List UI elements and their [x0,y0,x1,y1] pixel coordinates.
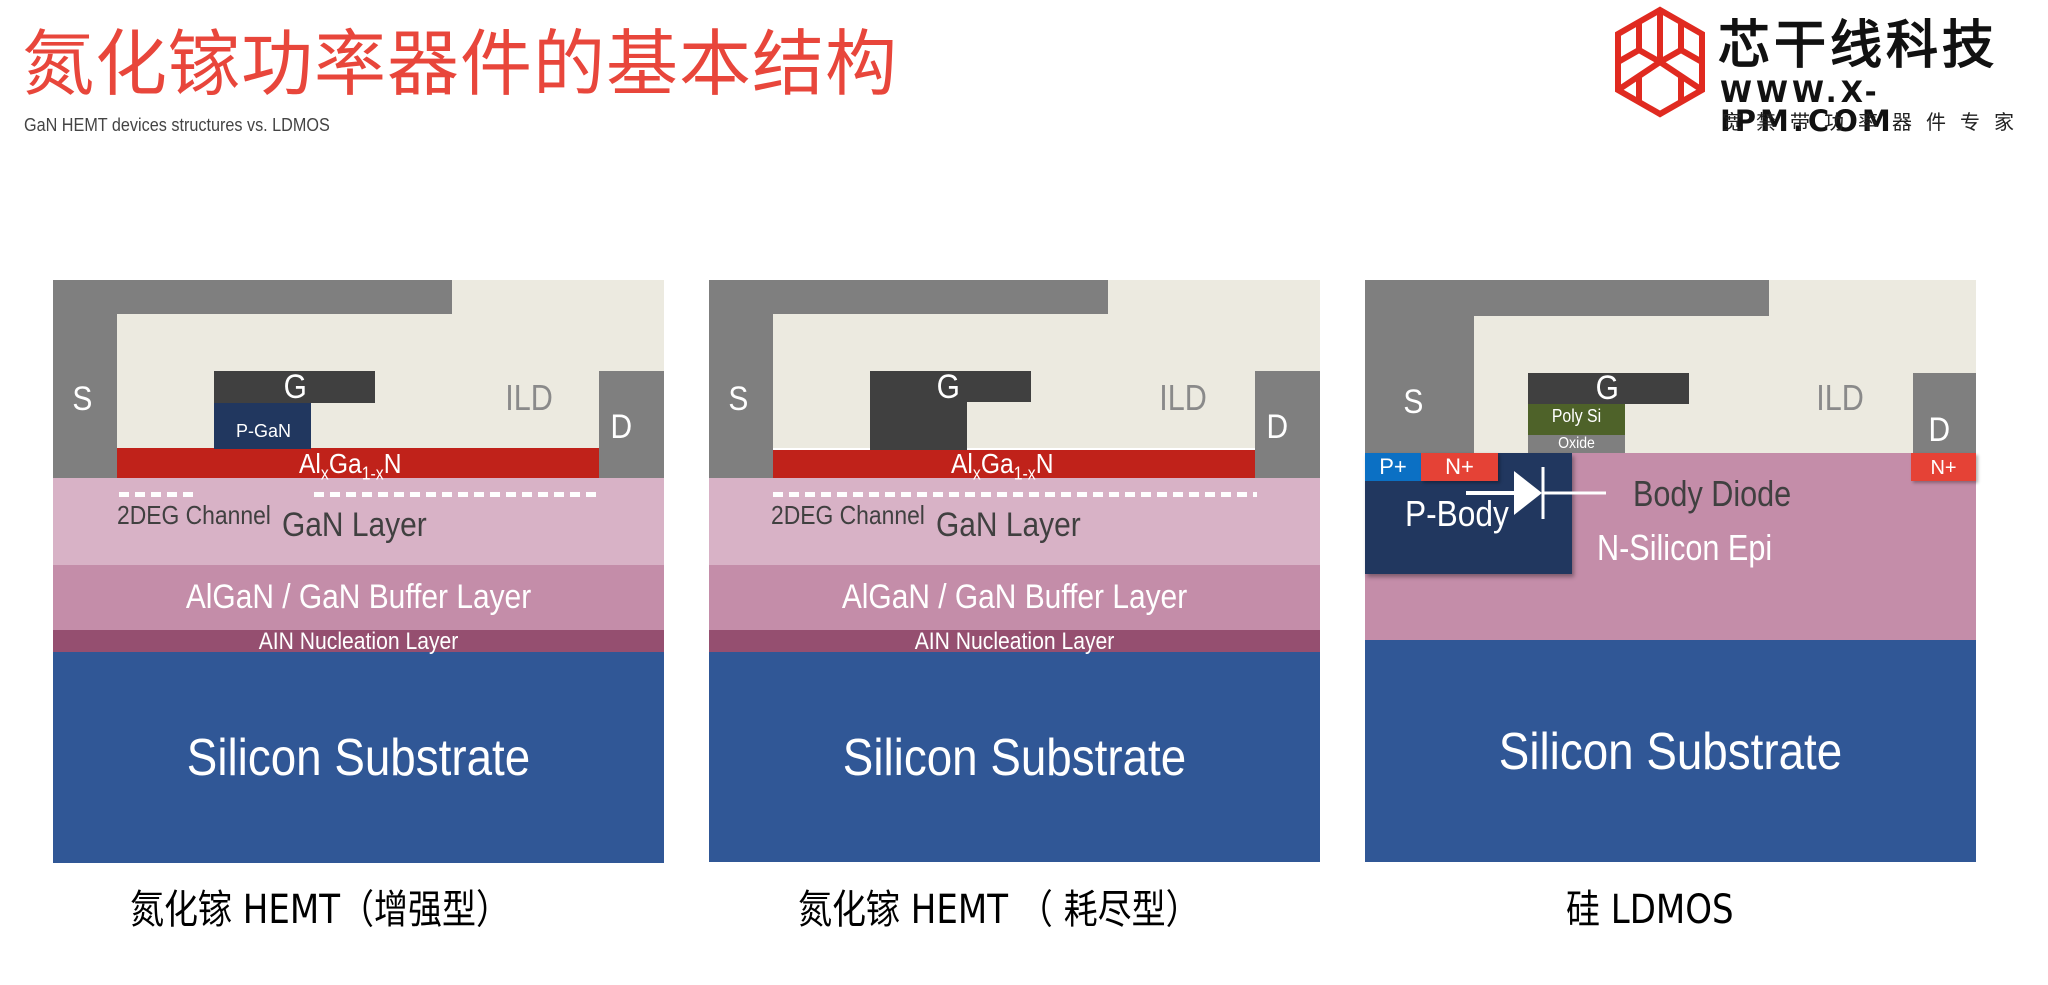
algan-label: AlxGa1-xN [951,450,1054,483]
ild-label: ILD [1159,377,1207,418]
hexagon-cube-logo-icon [1612,6,1708,120]
source-contact [53,280,117,478]
nucleation-layer [53,630,664,652]
source-metal-bar [53,280,452,314]
algan-label-al: Al [951,448,973,479]
2deg-channel-dots-left [119,492,197,497]
nucleation-layer-label: AIN Nucleation Layer [258,628,459,655]
source-label: S [1403,383,1424,421]
buffer-layer-label: AlGaN / GaN Buffer Layer [841,578,1188,616]
drain-contact [1255,371,1320,478]
p-plus-label: P+ [1379,454,1407,479]
p-gan-label: P-GaN [236,421,292,441]
panel-gan-hemt-depletion: S G D ILD AlxGa1-xN 2DEG Channel GaN Lay… [709,280,1320,863]
n-silicon-epi-label: N-Silicon Epi [1597,527,1773,568]
substrate-label: Silicon Substrate [842,729,1187,787]
substrate-label: Silicon Substrate [186,729,531,787]
n-plus-source-region [1421,453,1498,481]
body-diode-symbol-icon [1466,461,1606,521]
gate-oxide-layer [1528,435,1625,453]
algan-label-n: N [383,448,402,479]
logo-url: WWW.X-IPM.COM [1720,75,1895,138]
source-label: S [728,380,749,418]
silicon-substrate [709,652,1320,862]
source-metal-bar [709,280,1108,314]
2deg-channel-label: 2DEG Channel [771,500,925,530]
poly-si-layer [1528,404,1625,435]
drain-contact [1913,373,1976,453]
p-body-label: P-Body [1405,493,1509,534]
silicon-substrate [53,652,664,863]
gate-label: G [283,368,307,406]
gate-metal [1528,373,1689,404]
caption-gan-hemt-enhancement: 氮化镓 HEMT（增强型） [130,887,510,933]
gan-layer-label: GaN Layer [936,506,1081,544]
algan-label: AlxGa1-xN [299,450,402,483]
buffer-layer [709,565,1320,630]
drain-contact [599,371,664,478]
panel-gan-hemt-enhancement: S G D ILD P-GaN AlxGa1-xN 2DEG Channel G… [53,280,664,863]
2deg-channel-dots-right [314,492,602,497]
ild-label: ILD [1816,377,1864,418]
2deg-channel-dots [773,492,1257,497]
buffer-layer-label: AlGaN / GaN Buffer Layer [185,578,532,616]
algan-label-ga: Ga [328,448,362,479]
nucleation-layer-label: AIN Nucleation Layer [914,628,1115,655]
silicon-substrate [1365,640,1976,862]
poly-si-label: Poly Si [1551,406,1602,426]
p-gan-layer [214,403,311,449]
algan-label-n: N [1035,448,1054,479]
caption-gan-hemt-depletion: 氮化镓 HEMT （ 耗尽型） [798,887,1200,933]
algan-label-sub-x: x [972,463,981,484]
gan-layer-label: GaN Layer [282,506,427,544]
source-contact [1365,280,1474,453]
n-plus-drain-region [1911,453,1976,481]
gate-label: G [1595,369,1619,407]
algan-label-sub-1x: 1-x [1013,463,1036,484]
gate-label: G [936,368,960,406]
nucleation-layer [709,630,1320,652]
oxide-label: Oxide [1558,435,1595,452]
body-diode-label: Body Diode [1633,473,1792,514]
drain-label: D [1928,411,1951,449]
algan-barrier-layer [773,450,1255,478]
buffer-layer [53,565,664,630]
drain-label: D [610,408,633,446]
algan-barrier-layer [117,448,599,478]
algan-label-sub-1x: 1-x [361,463,384,484]
panel-si-ldmos: S G D ILD Poly Si Oxide P+ N+ N+ P-Body … [1365,280,1976,863]
algan-label-sub-x: x [320,463,329,484]
page-title: 氮化镓功率器件的基本结构 [22,22,899,106]
algan-label-ga: Ga [980,448,1014,479]
gate-metal [214,371,375,403]
drain-label: D [1266,408,1289,446]
logo-company-name: 芯干线科技 [1718,16,1999,76]
substrate-label: Silicon Substrate [1498,723,1843,781]
page-subtitle: GaN HEMT devices structures vs. LDMOS [24,115,330,135]
logo-slogan: 宽禁带功率器件专家 [1722,110,2028,134]
source-label: S [72,380,93,418]
gate-stem [870,371,967,450]
algan-label-al: Al [299,448,321,479]
n-plus-drain-label: N+ [1930,457,1957,479]
p-plus-region [1365,453,1421,481]
source-contact [709,280,773,478]
caption-si-ldmos: 硅 LDMOS [1566,887,1734,933]
2deg-channel-label: 2DEG Channel [117,500,271,530]
n-plus-source-label: N+ [1445,454,1474,479]
ild-label: ILD [505,377,553,418]
